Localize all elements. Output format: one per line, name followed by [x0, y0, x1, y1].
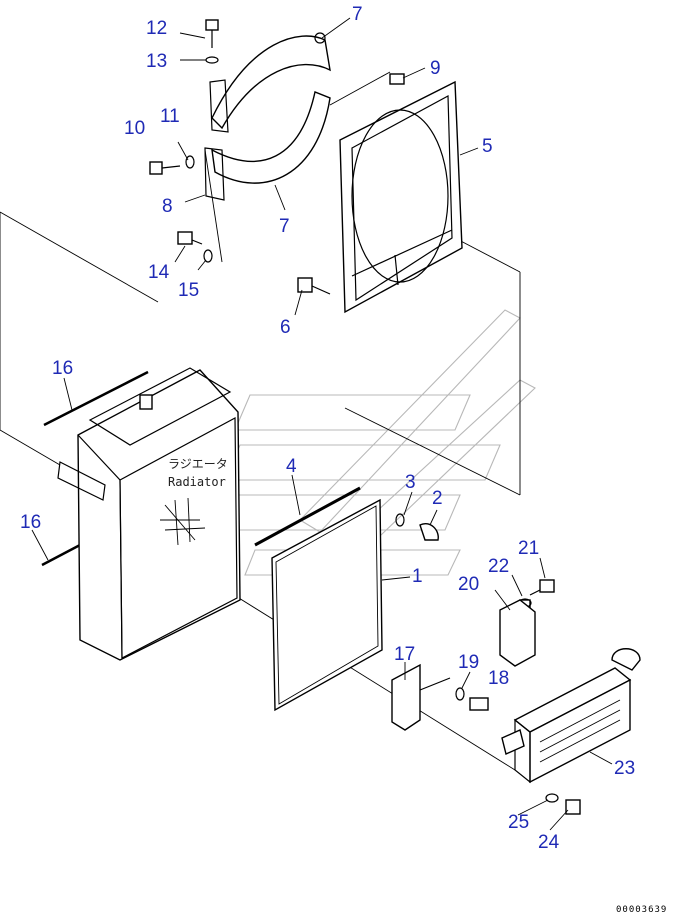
callout-1: 1 [412, 566, 423, 587]
callout-7-bottom: 7 [279, 216, 290, 237]
bracket-20 [499, 599, 536, 667]
callout-16-top: 16 [52, 358, 73, 379]
watermark-logo [214, 309, 536, 576]
radiator-assembly [57, 367, 241, 661]
fan-shroud-lower [204, 91, 331, 201]
callout-10: 10 [124, 118, 145, 139]
callout-18: 18 [488, 668, 509, 689]
callout-19: 19 [458, 652, 479, 673]
callout-5: 5 [482, 136, 493, 157]
callout-6: 6 [280, 317, 291, 338]
reference-number: 00003639 [616, 905, 667, 915]
callout-3: 3 [405, 472, 416, 493]
callout-16-bottom: 16 [20, 512, 41, 533]
fan-shroud-upper [209, 32, 331, 133]
radiator-seal [271, 498, 383, 712]
hardware [149, 19, 581, 815]
callout-15: 15 [178, 280, 199, 301]
leader-lines [31, 17, 613, 831]
callout-12: 12 [146, 18, 167, 39]
radiator-label-english: Radiator [168, 475, 226, 489]
seal-strip [254, 486, 361, 547]
callout-8: 8 [162, 196, 173, 217]
rods [41, 370, 149, 567]
callout-2: 2 [432, 488, 443, 509]
callout-20: 20 [458, 574, 479, 595]
aftercooler [501, 648, 641, 784]
callout-14: 14 [148, 262, 170, 283]
callout-25: 25 [508, 812, 529, 833]
bracket-17 [391, 663, 451, 731]
callout-7-top: 7 [352, 4, 363, 25]
fan-guard-frame [339, 80, 463, 314]
callout-22: 22 [488, 556, 509, 577]
callout-13: 13 [146, 51, 167, 72]
callout-9: 9 [430, 58, 441, 79]
callout-24: 24 [538, 832, 560, 853]
callout-11: 11 [160, 106, 180, 127]
callout-23: 23 [614, 758, 635, 779]
callout-21: 21 [518, 538, 539, 559]
radiator-label-japanese: ラジエータ [168, 457, 228, 471]
guide-lines [0, 71, 521, 771]
callout-4: 4 [286, 456, 297, 477]
callout-17: 17 [394, 644, 415, 665]
